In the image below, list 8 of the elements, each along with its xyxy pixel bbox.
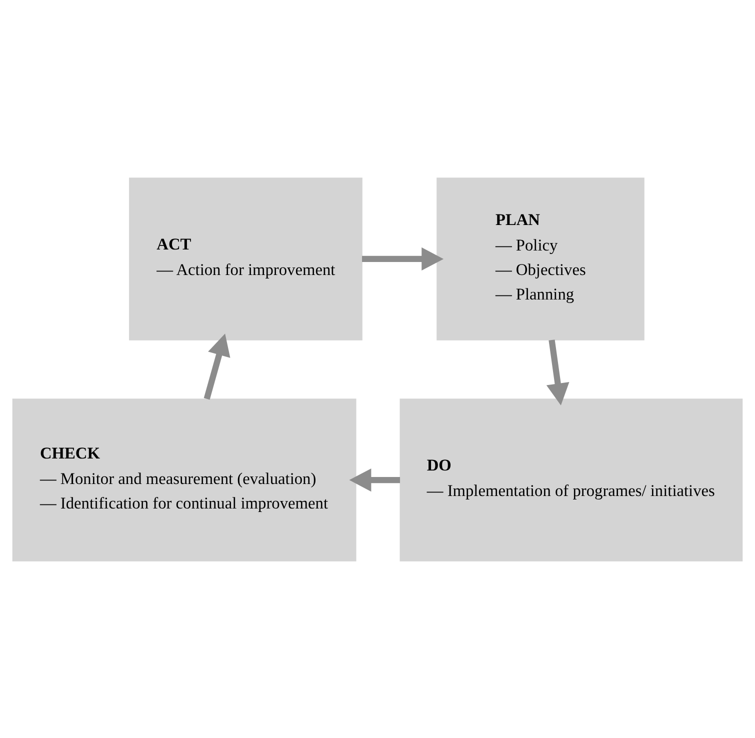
arrow [362, 246, 444, 270]
node-box: ACT — Action for improvement [129, 177, 362, 340]
node-box: PLAN — Policy — Objectives — Planning [436, 177, 644, 340]
arrow [349, 468, 400, 492]
node-box: DO — Implementation of programes/ initiatives [400, 398, 743, 561]
arrow [204, 333, 230, 400]
node-box: CHECK — Monitor and measurement (evaluation) — Identification for continual improvement [12, 398, 356, 561]
arrow [546, 339, 570, 405]
